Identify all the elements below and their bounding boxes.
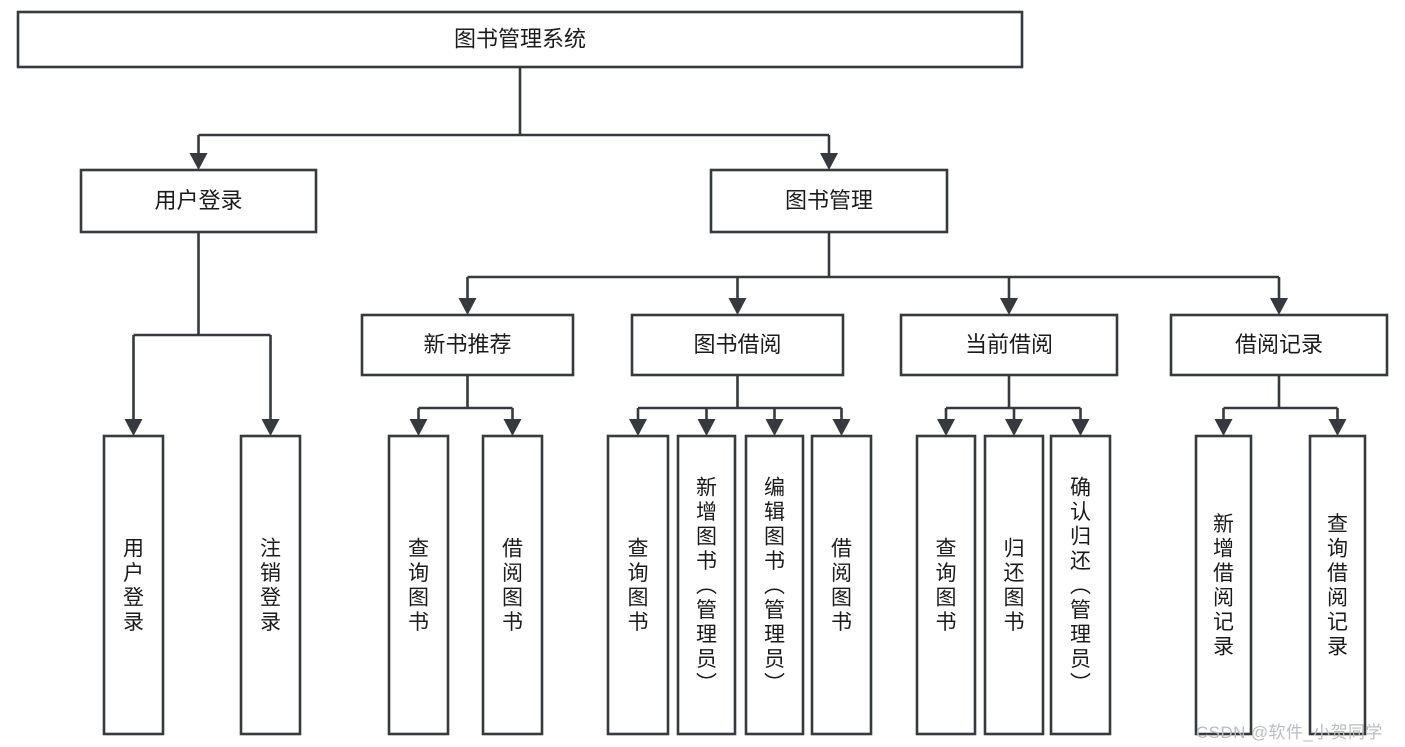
arrowhead-icon — [1071, 419, 1090, 436]
node-box-book-borrow — [630, 313, 845, 377]
connector-layer — [124, 67, 1347, 436]
node-layer: 图书管理系统用户登录图书管理新书推荐图书借阅当前借阅借阅记录用户登录注销登录查询… — [16, 10, 1389, 736]
node-box-leaf-query-book-borrow — [606, 434, 670, 736]
node-box-leaf-confirm-return — [1049, 434, 1112, 736]
node-box-book-manage — [709, 168, 949, 234]
node-borrow-record[interactable]: 借阅记录 — [1169, 313, 1389, 377]
node-leaf-user-login[interactable]: 用户登录 — [102, 434, 165, 736]
arrowhead-icon — [124, 419, 143, 436]
arrowhead-icon — [1270, 298, 1288, 315]
node-box-user-login — [79, 168, 318, 234]
node-book-manage[interactable]: 图书管理 — [709, 168, 949, 234]
node-label-user-login: 用户登录 — [154, 188, 242, 213]
node-label-leaf-user-login: 用户登录 — [123, 538, 144, 635]
arrowhead-icon — [261, 419, 280, 436]
node-box-leaf-add-record — [1194, 434, 1253, 736]
connector-conn-current-borrow — [937, 375, 1090, 436]
node-label-leaf-query-book-rec: 查询图书 — [408, 538, 429, 635]
node-label-leaf-return-book: 归还图书 — [1004, 538, 1025, 635]
arrowhead-icon — [765, 419, 784, 436]
node-label-current-borrow: 当前借阅 — [965, 332, 1053, 357]
node-box-borrow-record — [1169, 313, 1389, 377]
node-box-leaf-query-book-rec — [387, 434, 450, 736]
node-root[interactable]: 图书管理系统 — [16, 10, 1024, 69]
arrowhead-icon — [697, 419, 716, 436]
arrowhead-icon — [409, 419, 428, 436]
node-leaf-borrow-book[interactable]: 借阅图书 — [810, 434, 873, 736]
node-leaf-borrow-book-rec[interactable]: 借阅图书 — [481, 434, 544, 736]
arrowhead-icon — [189, 153, 208, 170]
node-box-leaf-edit-book — [744, 434, 805, 736]
node-box-leaf-borrow-book — [810, 434, 873, 736]
node-label-leaf-confirm-return: 确认归还︵管理员︶ — [1070, 476, 1091, 695]
arrowhead-icon — [1005, 419, 1023, 436]
node-label-leaf-edit-book: 编辑图书︵管理员︶ — [764, 476, 785, 695]
node-book-borrow[interactable]: 图书借阅 — [630, 313, 845, 377]
node-box-leaf-borrow-book-rec — [481, 434, 544, 736]
arrowhead-icon — [629, 419, 647, 436]
arrowhead-icon — [1328, 419, 1347, 436]
node-label-leaf-user-logout: 注销登录 — [260, 538, 281, 635]
connector-conn-book-borrow — [629, 375, 851, 436]
connector-conn-root — [189, 67, 838, 170]
node-new-book-rec[interactable]: 新书推荐 — [360, 313, 575, 377]
node-leaf-return-book[interactable]: 归还图书 — [983, 434, 1045, 736]
node-label-leaf-add-book: 新增图书︵管理员︶ — [696, 476, 717, 695]
arrowhead-icon — [503, 419, 522, 436]
node-leaf-query-book-rec[interactable]: 查询图书 — [387, 434, 450, 736]
node-box-leaf-query-record — [1308, 434, 1367, 736]
node-label-leaf-borrow-book: 借阅图书 — [831, 538, 852, 635]
node-current-borrow[interactable]: 当前借阅 — [899, 313, 1119, 377]
connector-conn-book-manage — [458, 232, 1288, 315]
node-box-current-borrow — [899, 313, 1119, 377]
node-label-leaf-query-record: 查询借阅记录 — [1327, 513, 1348, 659]
node-label-leaf-add-record: 新增借阅记录 — [1213, 513, 1234, 659]
connector-conn-user-login — [124, 232, 280, 436]
node-leaf-edit-book[interactable]: 编辑图书︵管理员︶ — [744, 434, 805, 736]
arrowhead-icon — [1214, 419, 1233, 436]
node-box-leaf-user-login — [102, 434, 165, 736]
node-label-leaf-query-book-cur: 查询图书 — [936, 538, 957, 635]
node-label-root: 图书管理系统 — [454, 26, 586, 51]
node-user-login[interactable]: 用户登录 — [79, 168, 318, 234]
node-box-leaf-user-logout — [239, 434, 302, 736]
node-box-new-book-rec — [360, 313, 575, 377]
node-label-leaf-query-book-borrow: 查询图书 — [628, 538, 649, 635]
csdn-watermark: CSDN @软件_小贺同学 — [1196, 723, 1383, 742]
node-leaf-query-book-cur[interactable]: 查询图书 — [915, 434, 977, 736]
node-label-book-borrow: 图书借阅 — [693, 332, 781, 357]
arrowhead-icon — [832, 419, 851, 436]
node-leaf-add-record[interactable]: 新增借阅记录 — [1194, 434, 1253, 736]
node-leaf-confirm-return[interactable]: 确认归还︵管理员︶ — [1049, 434, 1112, 736]
node-label-leaf-borrow-book-rec: 借阅图书 — [502, 538, 523, 635]
node-label-new-book-rec: 新书推荐 — [423, 332, 511, 357]
connector-conn-borrow-record — [1214, 375, 1347, 436]
node-leaf-query-book-borrow[interactable]: 查询图书 — [606, 434, 670, 736]
arrowhead-icon — [937, 419, 955, 436]
node-leaf-query-record[interactable]: 查询借阅记录 — [1308, 434, 1367, 736]
node-leaf-user-logout[interactable]: 注销登录 — [239, 434, 302, 736]
node-leaf-add-book[interactable]: 新增图书︵管理员︶ — [676, 434, 737, 736]
connector-conn-new-book-rec — [409, 375, 522, 436]
node-box-leaf-add-book — [676, 434, 737, 736]
node-box-leaf-return-book — [983, 434, 1045, 736]
arrowhead-icon — [1000, 298, 1018, 315]
arrowhead-icon — [458, 298, 477, 315]
node-box-root — [16, 10, 1024, 69]
node-label-borrow-record: 借阅记录 — [1235, 332, 1323, 357]
arrowhead-icon — [820, 153, 838, 170]
arrowhead-icon — [728, 298, 747, 315]
node-label-book-manage: 图书管理 — [785, 188, 873, 213]
node-box-leaf-query-book-cur — [915, 434, 977, 736]
